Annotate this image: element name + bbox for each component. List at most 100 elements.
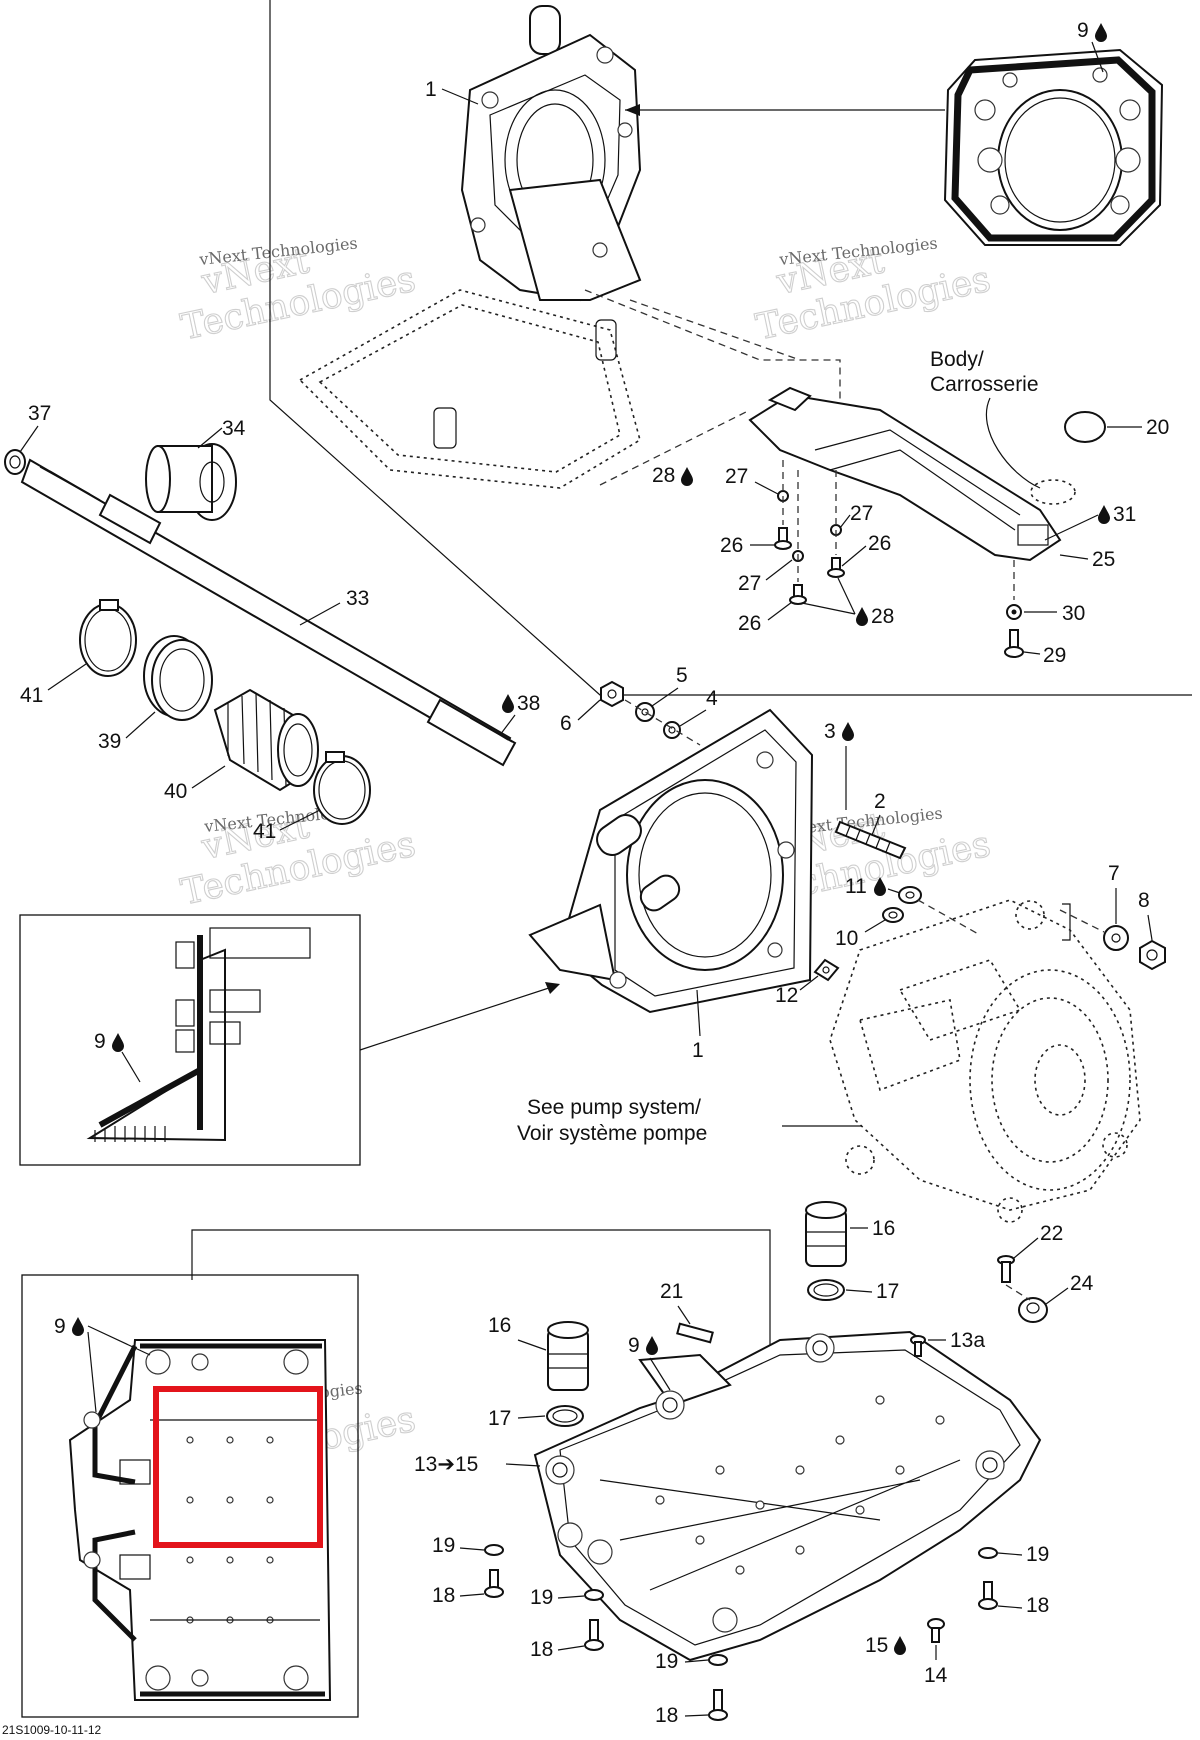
part-2-stud — [834, 820, 907, 860]
part-13a-screw — [910, 1335, 926, 1357]
label-part-13-15: 13➔15 — [414, 1453, 478, 1476]
label-part-13a: 13a — [950, 1329, 985, 1352]
leader-part-4 — [679, 709, 707, 727]
guide-11 — [917, 899, 981, 936]
guide-7-8 — [1059, 909, 1105, 933]
label-part-1-mid: 1 — [692, 1039, 704, 1062]
leader-part-28b-b — [801, 602, 856, 615]
part-17-oring-lower — [546, 1405, 584, 1427]
leader-part-19d — [997, 1552, 1023, 1556]
leader-part-16b — [517, 1339, 547, 1351]
highlight-box — [153, 1386, 323, 1548]
part-41-clamp-lower — [313, 751, 371, 825]
label-part-1-top: 1 — [425, 78, 437, 101]
label-part-27b: 27 — [850, 502, 873, 525]
leader-part-13-15 — [505, 1463, 541, 1467]
leader-part-9-top — [1091, 41, 1104, 73]
label-part-5: 5 — [676, 664, 688, 687]
ride-plate — [533, 1330, 1042, 1662]
section-border-line — [269, 0, 1192, 696]
label-part-19c: 19 — [655, 1650, 678, 1673]
label-part-30: 30 — [1062, 602, 1085, 625]
label-part-16b: 16 — [488, 1314, 511, 1337]
part-1-pump-adaptor — [528, 708, 814, 1014]
guide-washers — [624, 699, 701, 746]
arrowhead-mid — [545, 982, 560, 994]
part-16-fitting-lower — [547, 1321, 589, 1391]
leader-part-41b — [279, 809, 321, 831]
part-25-bracket — [748, 386, 1062, 562]
bracket-7 — [1062, 903, 1071, 941]
label-part-27c: 27 — [738, 572, 761, 595]
leader-part-19a — [459, 1547, 485, 1551]
watermark-3: vNext Technologies — [177, 805, 420, 914]
part-20-plug — [1064, 411, 1106, 443]
label-part-12: 12 — [775, 984, 798, 1007]
label-part-41b: 41 — [253, 820, 276, 843]
note-body-line2: Carrosserie — [930, 373, 1039, 396]
part-24-grommet — [1018, 1297, 1048, 1323]
leader-part-40 — [191, 765, 226, 789]
screw-19-18-left — [484, 1544, 504, 1598]
part-12-clip — [813, 958, 840, 982]
leader-part-17b — [517, 1415, 546, 1419]
guide-22 — [1005, 1284, 1031, 1301]
leader-body — [985, 397, 1041, 489]
label-part-3: 3 — [824, 720, 836, 743]
guide-line-3 — [599, 409, 751, 486]
glue-drop-icon — [72, 1317, 84, 1336]
label-part-38: 38 — [517, 692, 540, 715]
leader-part-9-plate — [649, 1357, 671, 1391]
label-part-17b: 17 — [488, 1407, 511, 1430]
leader-part-31 — [1044, 514, 1099, 541]
label-part-24: 24 — [1070, 1272, 1094, 1295]
screw-19-18-bottom — [708, 1654, 728, 1721]
label-part-21: 21 — [660, 1280, 683, 1303]
label-part-9-top: 9 — [1077, 19, 1089, 42]
drawing-code: 21S1009-10-11-12 — [2, 1723, 102, 1737]
leader-part-26c — [767, 601, 793, 621]
leader-part-28b-a — [837, 577, 856, 615]
glue-drop-icon — [646, 1336, 658, 1355]
part-33-drive-shaft — [20, 458, 517, 767]
leader-part-18d — [997, 1605, 1023, 1609]
leader-part-29 — [1023, 651, 1041, 655]
leader-part-8 — [1147, 914, 1153, 941]
label-part-9-lower: 9 — [54, 1315, 66, 1338]
label-part-18c: 18 — [655, 1704, 678, 1727]
label-part-15: 15 — [865, 1634, 888, 1657]
part-39-ring-seal — [143, 635, 213, 721]
label-part-19a: 19 — [432, 1534, 455, 1557]
label-part-18a: 18 — [432, 1584, 455, 1607]
glue-drop-icon — [1098, 505, 1110, 524]
pump-housing-outline — [829, 899, 1141, 1223]
leader-part-11 — [887, 888, 901, 894]
inset-ride-plate-top — [21, 1274, 359, 1718]
part-16-fitting-upper — [805, 1201, 847, 1267]
leader-part-38 — [499, 714, 516, 736]
leader-part-27a — [754, 481, 779, 495]
label-part-41a: 41 — [20, 684, 43, 707]
label-part-9-plate: 9 — [628, 1334, 640, 1357]
screw-cluster-26-27 — [774, 490, 845, 605]
upper-gasket-plate — [298, 289, 641, 489]
inset-side-section — [19, 914, 361, 1166]
glue-drop-icon — [1095, 23, 1107, 42]
leader-part-9-inset — [121, 1051, 141, 1083]
label-part-14: 14 — [924, 1664, 948, 1687]
screw-19-18-right — [978, 1547, 998, 1610]
part-7-washer — [1103, 925, 1129, 951]
note-pump-line2: Voir système pompe — [517, 1122, 707, 1145]
leader-part-19b — [557, 1595, 585, 1599]
leader-part-25 — [1059, 554, 1089, 560]
label-part-19b: 19 — [530, 1586, 553, 1609]
label-part-22: 22 — [1040, 1222, 1063, 1245]
leader-part-39 — [125, 711, 156, 739]
label-part-28a: 28 — [652, 464, 675, 487]
part-17-oring-upper — [807, 1279, 845, 1301]
leader-part-22 — [1013, 1237, 1039, 1259]
note-body-line1: Body/ — [930, 348, 984, 371]
label-part-37: 37 — [28, 402, 51, 425]
ride-plate-top-view — [68, 1339, 332, 1701]
